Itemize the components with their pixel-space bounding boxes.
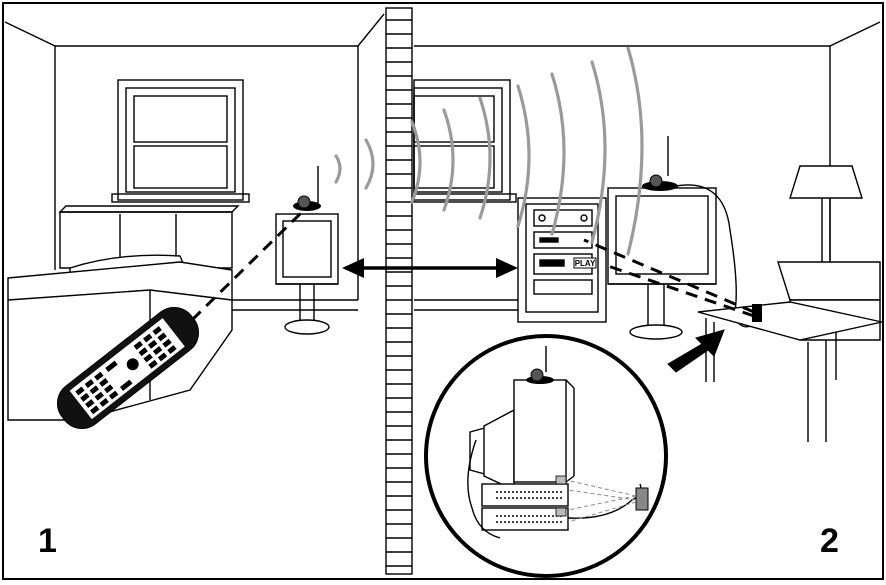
- lamp: [789, 165, 863, 262]
- bedroom-window: [111, 79, 250, 203]
- left-receiver-icon: [293, 195, 321, 211]
- living-room-window: [413, 79, 517, 203]
- play-display: [573, 257, 597, 269]
- pointer-arrow-icon: [667, 329, 725, 373]
- ir-beams-right: [583, 238, 755, 318]
- radio-waves: [334, 46, 644, 256]
- double-arrow-icon: [342, 258, 518, 278]
- living-room-tv: [607, 136, 759, 340]
- remote-control-icon: [56, 306, 200, 430]
- dividing-wall: [385, 7, 413, 575]
- detail-inset: [424, 334, 668, 578]
- play-display-text: PLAY: [575, 259, 596, 268]
- panel-label-2: 2: [820, 522, 839, 560]
- right-receiver-icon: [642, 174, 678, 191]
- bedroom-tv: [275, 166, 339, 335]
- ir-beam-left: [190, 210, 304, 322]
- bedroom-scene: [4, 13, 385, 421]
- ir-emitter-icon: [752, 304, 762, 322]
- panel-label-1: 1: [38, 522, 57, 560]
- inset-emitter-icon: [635, 487, 649, 511]
